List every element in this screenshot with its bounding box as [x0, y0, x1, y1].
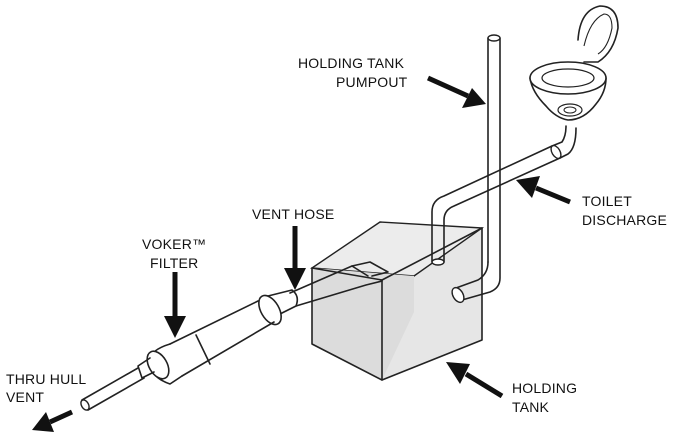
label-vent-hose: VENT HOSE [252, 206, 334, 222]
label-toilet-line1: TOILET [582, 193, 632, 209]
arrow-voker-filter [164, 272, 186, 338]
label-pumpout-line1: HOLDING TANK [298, 55, 405, 71]
arrow-holding-tank [446, 362, 504, 399]
arrow-vent-hose [284, 226, 306, 290]
label-thru-hull-line2: VENT [6, 389, 44, 405]
vent-hose [289, 261, 389, 307]
pumpout-pipe [451, 34, 501, 304]
label-pumpout-line2: PUMPOUT [336, 74, 408, 90]
label-holding-tank-line1: HOLDING [512, 380, 577, 396]
label-voker-line1: VOKER™ [142, 236, 206, 252]
label-voker-line2: FILTER [150, 255, 198, 271]
arrow-pumpout [426, 75, 486, 108]
label-holding-tank-line2: TANK [512, 399, 550, 415]
arrow-thru-hull-vent [32, 409, 74, 432]
label-thru-hull-line1: THRU HULL [6, 371, 86, 387]
toilet [529, 5, 619, 121]
arrow-toilet-discharge [516, 176, 571, 205]
voker-filter [137, 289, 299, 385]
label-toilet-line2: DISCHARGE [582, 212, 667, 228]
toilet-discharge-pipe [431, 125, 577, 266]
thru-hull-vent-tube [80, 367, 145, 411]
